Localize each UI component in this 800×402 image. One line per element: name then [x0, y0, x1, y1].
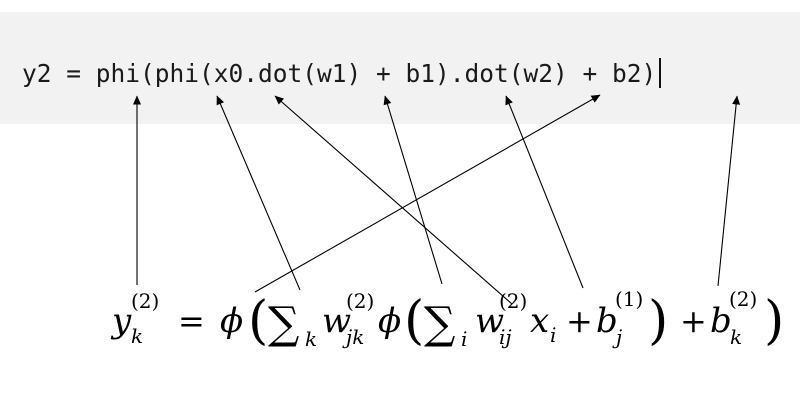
formula-rparen-inner: ) — [648, 291, 668, 351]
formula-sum-inner: ∑ — [424, 298, 455, 349]
arrow-x-to-x0 — [383, 95, 443, 285]
code-block: y2 = phi(phi(x0.dot(w1) + b1).dot(w2) + … — [0, 12, 800, 124]
formula-y-sup: (2) — [131, 289, 159, 313]
formula-b-outer-sub: k — [730, 325, 742, 349]
formula-lparen-outer: ( — [248, 291, 268, 351]
formula-w-inner: w — [475, 301, 504, 341]
formula-plus-inner: + — [566, 302, 593, 340]
formula-sum-outer: ∑ — [268, 298, 299, 349]
formula-phi-outer: ϕ — [220, 301, 243, 341]
code-line[interactable]: y2 = phi(phi(x0.dot(w1) + b1).dot(w2) + … — [22, 48, 662, 98]
formula-rparen-outer: ) — [764, 291, 784, 351]
arrow-b-outer-to-b2 — [717, 95, 741, 287]
formula-w-outer: w — [322, 301, 351, 341]
formula-sum-inner-sub: i — [461, 327, 467, 351]
formula-b-inner-sub: j — [612, 325, 622, 349]
formula-x: x — [530, 301, 549, 341]
formula-lparen-inner: ( — [404, 291, 424, 351]
formula-w-inner-sup: (2) — [499, 289, 527, 313]
formula-b-outer: b — [710, 301, 732, 341]
formula-y-sub: k — [131, 324, 143, 348]
formula: y (2) k = ϕ ( ∑ k w (2) jk ϕ ( ∑ i w (2)… — [110, 287, 784, 351]
formula-equals: = — [178, 302, 205, 340]
arrow-phi-outer-to-phi — [254, 94, 601, 293]
formula-plus-outer: + — [680, 302, 707, 340]
formula-b-inner: b — [596, 301, 618, 341]
formula-x-sub: i — [550, 323, 556, 347]
code-text: y2 = phi(phi(x0.dot(w1) + b1).dot(w2) + … — [22, 58, 657, 88]
arrow-b-inner-to-b1 — [505, 95, 584, 289]
formula-b-outer-sup: (2) — [729, 287, 757, 311]
formula-b-inner-sup: (1) — [615, 287, 643, 311]
formula-phi-inner: ϕ — [378, 301, 401, 341]
formula-sum-outer-sub: k — [305, 327, 317, 351]
arrow-phi-inner-to-phi — [274, 95, 513, 305]
formula-w-outer-sub: jk — [342, 325, 364, 349]
arrow-w-outer-to-w2 — [216, 95, 301, 291]
formula-w-outer-sup: (2) — [346, 289, 374, 313]
formula-w-inner-sub: ij — [499, 325, 512, 349]
formula-y: y — [110, 301, 132, 341]
text-cursor — [659, 58, 662, 88]
